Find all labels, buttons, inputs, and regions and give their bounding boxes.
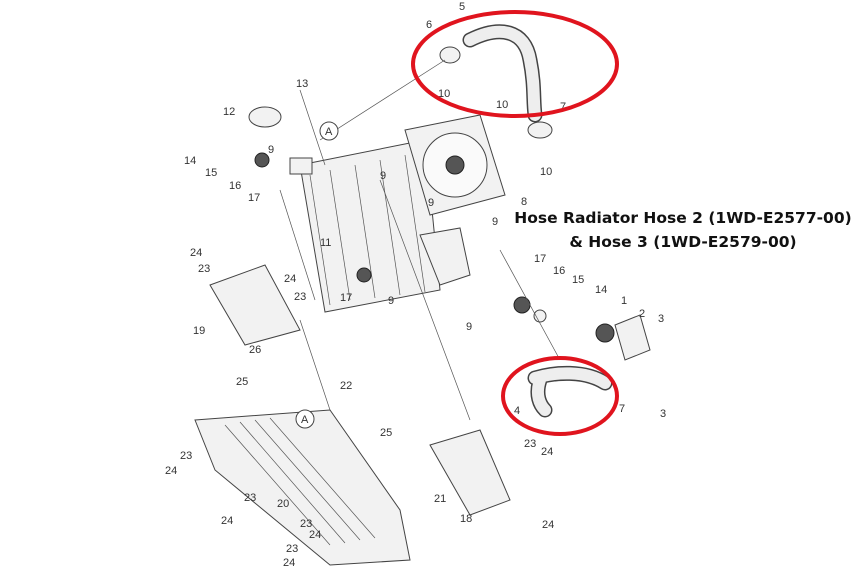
callout: 17 (248, 192, 260, 204)
radiator-cap (248, 106, 282, 128)
ref-circle-a (319, 121, 339, 141)
callout: 26 (249, 344, 261, 356)
callout: 24 (542, 519, 554, 531)
callout: 16 (553, 265, 565, 277)
callout: 17 (534, 253, 546, 265)
callout: 7 (619, 403, 625, 415)
callout-labels: 5 6 13 12 10 10 7 14 15 16 17 9 A 9 10 9… (165, 1, 666, 568)
callout: 9 (466, 321, 472, 333)
radiator (289, 139, 441, 313)
callout: 9 (388, 295, 394, 307)
callout: 24 (221, 515, 233, 527)
bracket (429, 429, 511, 516)
callout: 20 (277, 498, 289, 510)
callout: 9 (268, 144, 274, 156)
highlight-circle-upper-hose (411, 10, 619, 118)
callout: 11 (320, 237, 331, 249)
callout: 19 (193, 325, 205, 337)
callout: 7 (560, 101, 566, 113)
callout: 2 (639, 308, 645, 320)
thermostat-cover (614, 314, 651, 361)
callout: 24 (283, 557, 295, 568)
callout: 24 (284, 273, 296, 285)
callout: 10 (496, 99, 508, 111)
callout: 24 (309, 529, 321, 541)
callout: 23 (286, 543, 298, 555)
fan-assembly (404, 114, 506, 216)
callout: 23 (198, 263, 210, 275)
callout: 3 (658, 313, 664, 325)
callout: A (325, 126, 333, 138)
callout: 16 (229, 180, 241, 192)
caption-line-1: Hose Radiator Hose 2 (1WD-E2577-00) (514, 209, 852, 227)
callout: 14 (184, 155, 196, 167)
callout: 5 (459, 1, 465, 13)
callout: 9 (492, 216, 498, 228)
callout: 1 (621, 295, 627, 307)
radiator-guard (194, 409, 411, 566)
callout: 22 (340, 380, 352, 392)
callout: 15 (572, 274, 584, 286)
callout: 23 (180, 450, 192, 462)
callout: 10 (540, 166, 552, 178)
caption-line-2: & Hose 3 (1WD-E2579-00) (569, 233, 797, 251)
callout: 8 (521, 196, 527, 208)
hose-caption: Hose Radiator Hose 2 (1WD-E2577-00) & Ho… (508, 206, 852, 254)
callout: 9 (428, 197, 434, 209)
coolant-reservoir (419, 227, 471, 286)
highlight-circle-lower-hose (501, 356, 619, 436)
callout: A (301, 414, 309, 426)
callout: 23 (300, 518, 312, 530)
callout: 24 (190, 247, 202, 259)
callout: 13 (296, 78, 308, 90)
callout: 17 (340, 292, 352, 304)
callout: 6 (426, 19, 432, 31)
callout: 23 (294, 291, 306, 303)
ref-circle-a (295, 409, 315, 429)
side-cover (209, 264, 301, 346)
callout: 24 (541, 446, 553, 458)
callout: 25 (236, 376, 248, 388)
callout: 10 (438, 88, 450, 100)
callout: 18 (460, 513, 472, 525)
callout: 9 (380, 170, 386, 182)
callout: 4 (514, 405, 520, 417)
callout: 23 (524, 438, 536, 450)
callout: 3 (660, 408, 666, 420)
callout: 23 (244, 492, 256, 504)
callout: 12 (223, 106, 235, 118)
hose-clamp (439, 46, 461, 64)
callout: 15 (205, 167, 217, 179)
callout: 14 (595, 284, 607, 296)
thermostat (595, 323, 615, 343)
callout: 21 (434, 493, 446, 505)
callout: 25 (380, 427, 392, 439)
callout: 24 (165, 465, 177, 477)
hose-clamp (527, 121, 553, 139)
